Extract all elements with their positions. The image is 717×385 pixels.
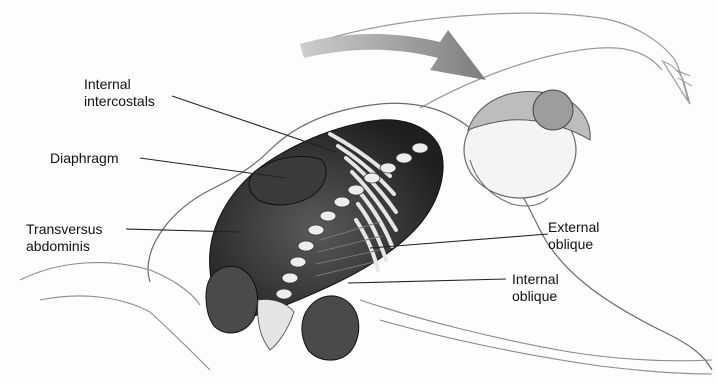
label-line: Internal: [84, 76, 155, 93]
label-line: oblique: [548, 236, 599, 253]
label-line: Internal: [512, 271, 559, 288]
label-internal-intercostals: Internal intercostals: [84, 76, 155, 110]
label-line: intercostals: [84, 93, 155, 110]
label-external-oblique: External oblique: [548, 219, 599, 253]
sacrum: [258, 300, 294, 351]
label-internal-oblique: Internal oblique: [512, 271, 559, 305]
right-hip-muscle: [302, 296, 359, 360]
label-transversus-abdominis: Transversus abdominis: [26, 221, 103, 255]
hair-bun: [533, 90, 573, 130]
label-line: abdominis: [26, 238, 103, 255]
label-line: Diaphragm: [50, 150, 118, 167]
motion-arrow: [300, 30, 486, 80]
label-diaphragm: Diaphragm: [50, 150, 118, 167]
leader-internal-oblique: [348, 279, 506, 283]
label-line: External: [548, 219, 599, 236]
leader-internal-intercostals: [172, 96, 336, 152]
left-hip-muscle: [206, 266, 258, 333]
leg-outline: [20, 263, 210, 370]
label-line: oblique: [512, 288, 559, 305]
floor-arm-outline: [360, 300, 712, 374]
label-line: Transversus: [26, 221, 103, 238]
